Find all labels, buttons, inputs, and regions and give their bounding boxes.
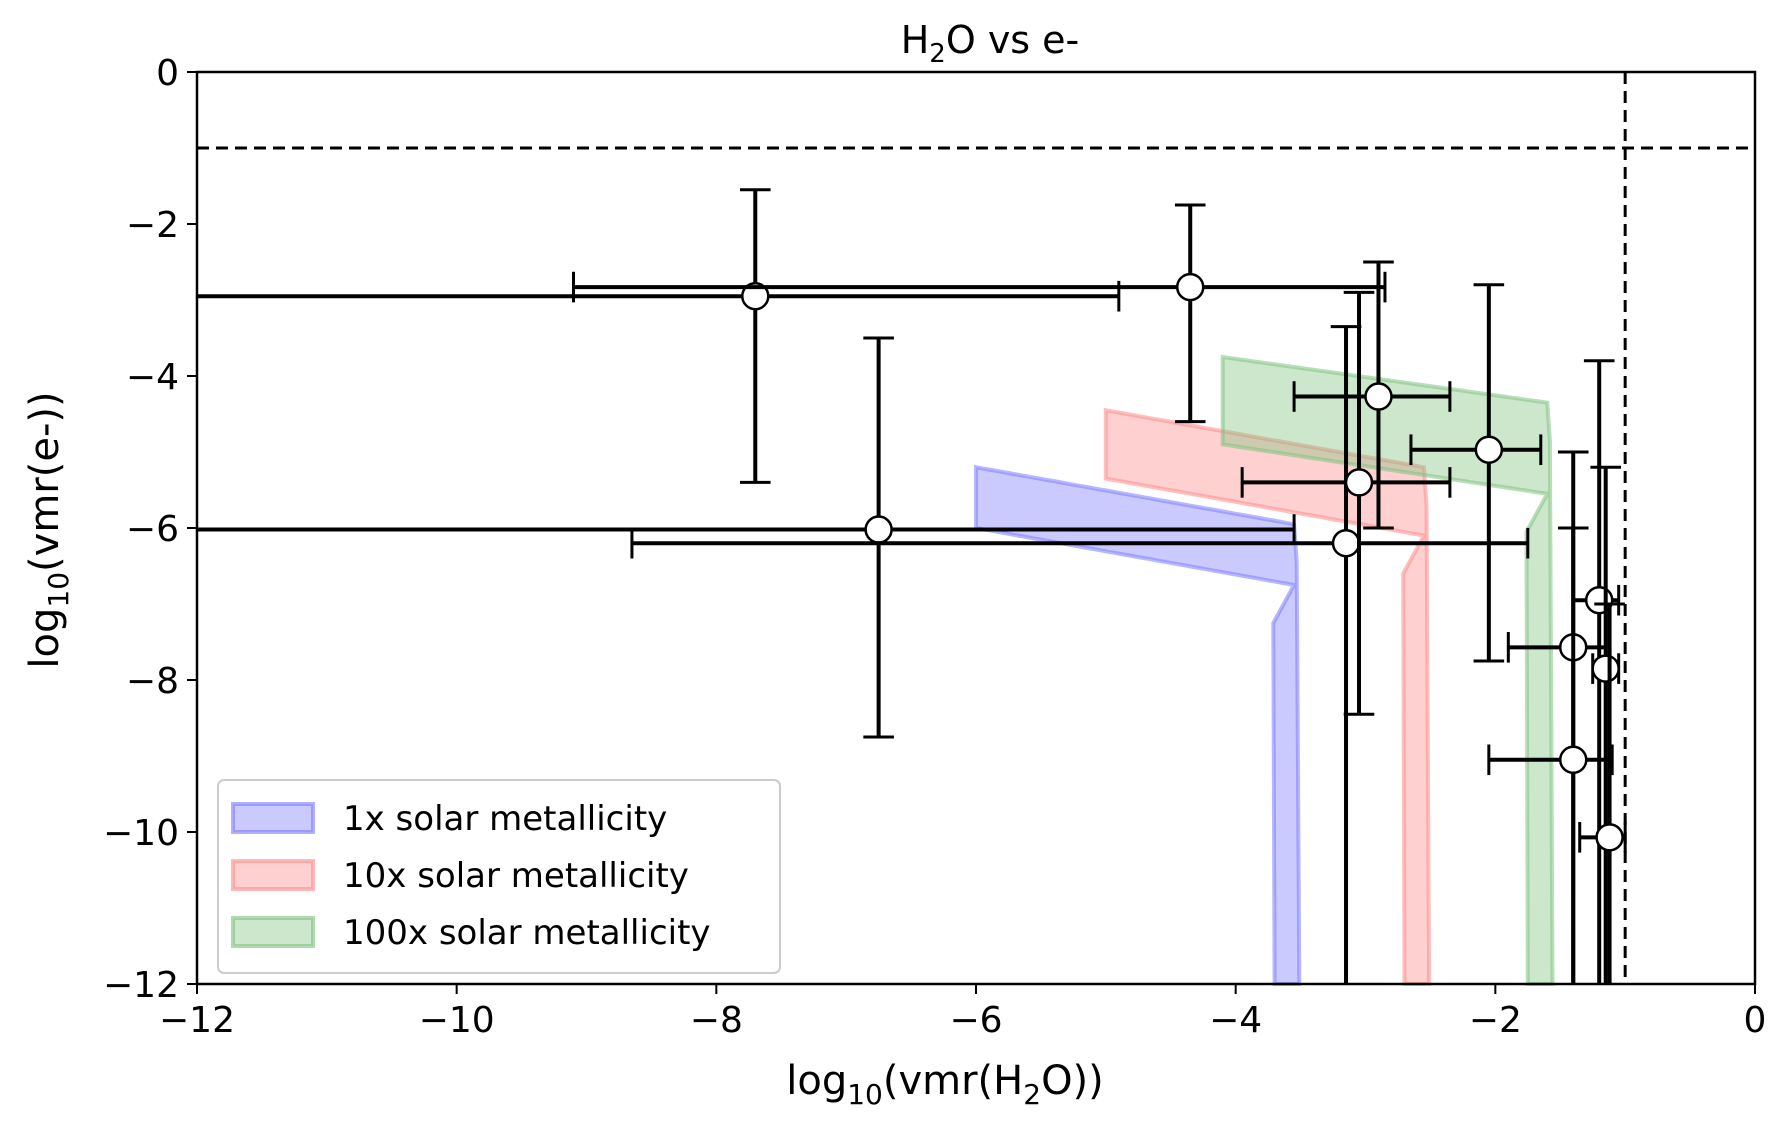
x-tick-label: −2 bbox=[1469, 1000, 1522, 1041]
legend-swatch bbox=[231, 802, 315, 834]
data-marker bbox=[1175, 272, 1205, 302]
x-tick-label: 0 bbox=[1744, 1000, 1767, 1041]
chart-title: H2O vs e- bbox=[901, 18, 1080, 69]
legend-entry-label: 10x solar metallicity bbox=[343, 856, 689, 896]
data-point-2 bbox=[572, 203, 1387, 424]
data-point-4 bbox=[630, 325, 1530, 984]
y-tick-label: −8 bbox=[126, 661, 179, 702]
data-point-5 bbox=[1292, 260, 1452, 530]
y-tick-label: −12 bbox=[103, 965, 179, 1006]
x-tick-label: −4 bbox=[1209, 1000, 1262, 1041]
y-axis-label-b: 10 bbox=[42, 572, 75, 608]
data-point-11 bbox=[1487, 526, 1614, 984]
data-marker bbox=[1558, 745, 1588, 775]
y-tick-label: −4 bbox=[126, 357, 179, 398]
data-marker bbox=[741, 281, 770, 311]
data-marker bbox=[1331, 528, 1361, 558]
data-marker bbox=[1344, 468, 1374, 497]
y-tick-label: 0 bbox=[156, 53, 179, 94]
data-marker bbox=[1364, 382, 1393, 411]
data-point-3 bbox=[197, 336, 1296, 739]
y-axis-label-a: log bbox=[22, 608, 68, 669]
legend-entry-label: 1x solar metallicity bbox=[343, 799, 667, 839]
legend-swatch bbox=[231, 859, 315, 891]
data-marker bbox=[1474, 435, 1504, 464]
y-tick-label: −10 bbox=[103, 813, 179, 854]
x-axis-label-c: (vmr(H bbox=[883, 1058, 1023, 1104]
x-axis-label: log10(vmr(H2O)) bbox=[786, 1058, 1104, 1111]
legend-swatch bbox=[231, 916, 315, 948]
y-tick-label: −2 bbox=[126, 205, 179, 246]
data-marker bbox=[864, 515, 893, 544]
y-tick-label: −6 bbox=[126, 509, 179, 550]
legend-box bbox=[217, 779, 781, 974]
legend-entry-label: 100x solar metallicity bbox=[343, 913, 711, 953]
data-point-12 bbox=[1578, 602, 1627, 984]
x-axis-label-a: log bbox=[786, 1058, 847, 1104]
x-tick-label: −6 bbox=[949, 1000, 1002, 1041]
data-point-7 bbox=[1409, 283, 1543, 663]
legend: 1x solar metallicity 10x solar metallicit… bbox=[217, 779, 781, 974]
band-2 bbox=[1103, 407, 1432, 986]
data-marker bbox=[1595, 823, 1624, 852]
x-tick-label: −10 bbox=[419, 1000, 495, 1041]
plot-area: −12 −10 −8 −6 −4 −2 0 0 −2 −4 −6 −8 −10 −12 bbox=[103, 53, 1766, 1041]
data-point-1 bbox=[197, 188, 1121, 484]
x-tick-label: −8 bbox=[690, 1000, 743, 1041]
x-axis-label-e: O)) bbox=[1041, 1058, 1104, 1104]
x-axis-label-d: 2 bbox=[1023, 1078, 1041, 1111]
chart-title-rest: O vs e- bbox=[946, 18, 1079, 62]
data-marker bbox=[1591, 654, 1620, 683]
data-point-9 bbox=[1506, 450, 1608, 984]
y-axis-label-c: (vmr(e-)) bbox=[22, 391, 68, 572]
y-axis-label: log10(vmr(e-)) bbox=[22, 391, 75, 668]
chart-title-main: H bbox=[901, 18, 930, 62]
data-point-6 bbox=[1240, 290, 1452, 716]
data-point-10 bbox=[1590, 465, 1621, 984]
x-tick-label: −12 bbox=[159, 1000, 235, 1041]
x-axis-label-b: 10 bbox=[847, 1078, 883, 1111]
chart-title-sub: 2 bbox=[929, 39, 946, 69]
